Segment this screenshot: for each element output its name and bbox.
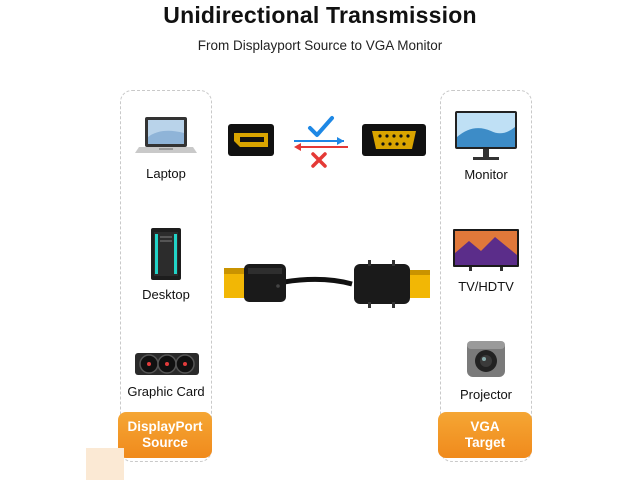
displayport-to-vga-cable [222,256,434,316]
tv-label: TV/HDTV [458,279,514,294]
desktop-tower-icon [121,226,211,284]
tv-icon [441,227,531,273]
target-badge-line2: Target [464,435,506,450]
source-badge-line1: DisplayPort [127,419,203,434]
vga-port-icon [362,124,426,156]
projector-icon [441,337,531,381]
desktop-label: Desktop [142,287,190,302]
displayport-port-icon [228,124,274,156]
graphic-card-label: Graphic Card [127,384,205,399]
source-panel: Laptop Desktop Graphic Card [120,90,212,462]
decorative-block [86,448,124,480]
page-subtitle: From Displayport Source to VGA Monitor [197,38,443,53]
projector-label: Projector [459,387,513,402]
laptop-label: Laptop [146,166,186,181]
source-badge-line2: Source [142,435,188,450]
monitor-icon [441,109,531,165]
source-badge: DisplayPort Source [118,412,212,458]
target-badge: VGA Target [438,412,532,458]
check-icon [308,116,334,137]
page-title: Unidirectional Transmission [163,2,477,28]
target-badge-line1: VGA [470,419,500,434]
graphic-card-icon [121,347,211,381]
direction-indicator [290,112,352,172]
target-panel: Monitor TV/HDTV Projector [440,90,532,462]
monitor-label: Monitor [464,167,508,182]
cross-icon [311,152,327,168]
laptop-icon [121,113,211,161]
